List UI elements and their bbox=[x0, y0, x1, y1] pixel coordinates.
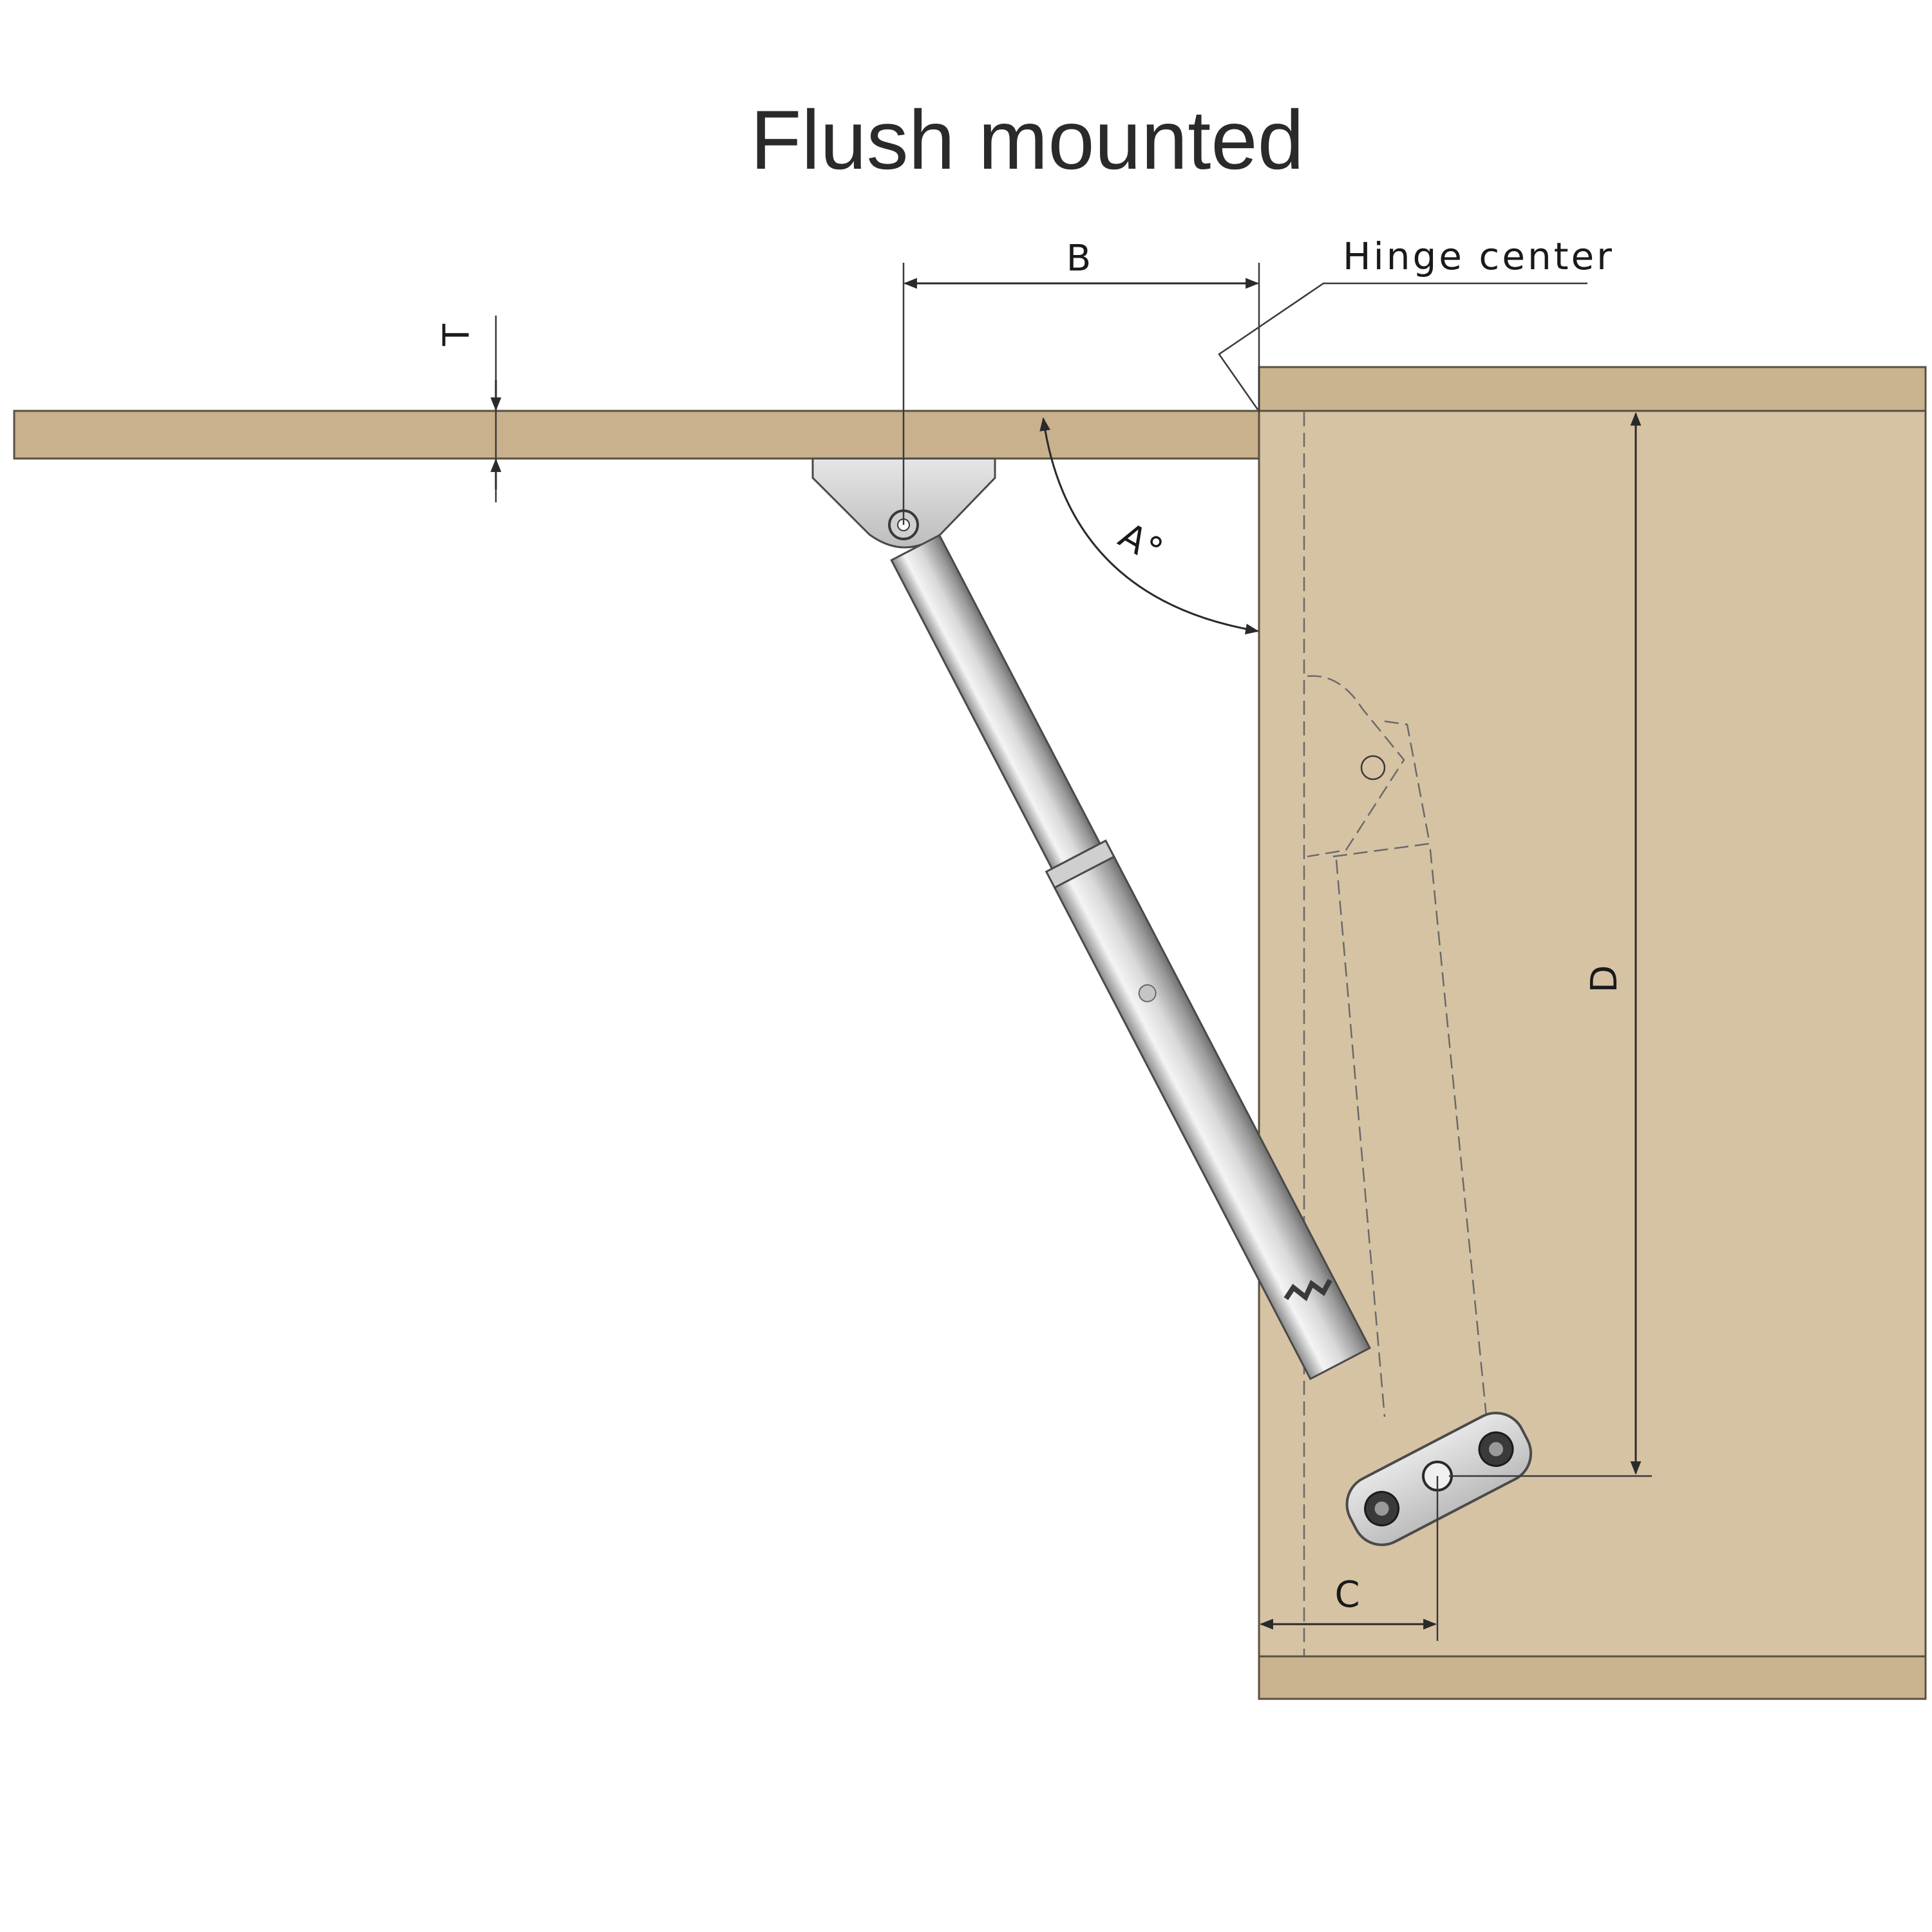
cabinet-mounting-plate bbox=[1345, 1412, 1533, 1546]
dimension-b: B bbox=[902, 238, 1260, 525]
dimension-t-label: T bbox=[436, 323, 478, 346]
dimension-c: C bbox=[1259, 1476, 1439, 1641]
stay-closed-phantom bbox=[1307, 675, 1489, 1430]
dimension-angle-label: A° bbox=[1112, 515, 1170, 572]
diagram-title: Flush mounted bbox=[750, 93, 1304, 187]
dimension-d: D bbox=[1449, 412, 1652, 1477]
dimension-d-label: D bbox=[1584, 965, 1625, 992]
dimension-t: T bbox=[436, 316, 502, 502]
hinge-center-label: Hinge center bbox=[1343, 234, 1615, 278]
cabinet-bottom-board bbox=[1258, 1655, 1927, 1700]
lid-board bbox=[13, 410, 1260, 460]
lid-stay-tube bbox=[890, 534, 1371, 1381]
hinge-center-callout: Hinge center bbox=[1218, 234, 1615, 410]
cabinet-top-board bbox=[1258, 366, 1927, 412]
dimension-b-label: B bbox=[1066, 238, 1091, 279]
dimension-c-label: C bbox=[1334, 1574, 1359, 1616]
